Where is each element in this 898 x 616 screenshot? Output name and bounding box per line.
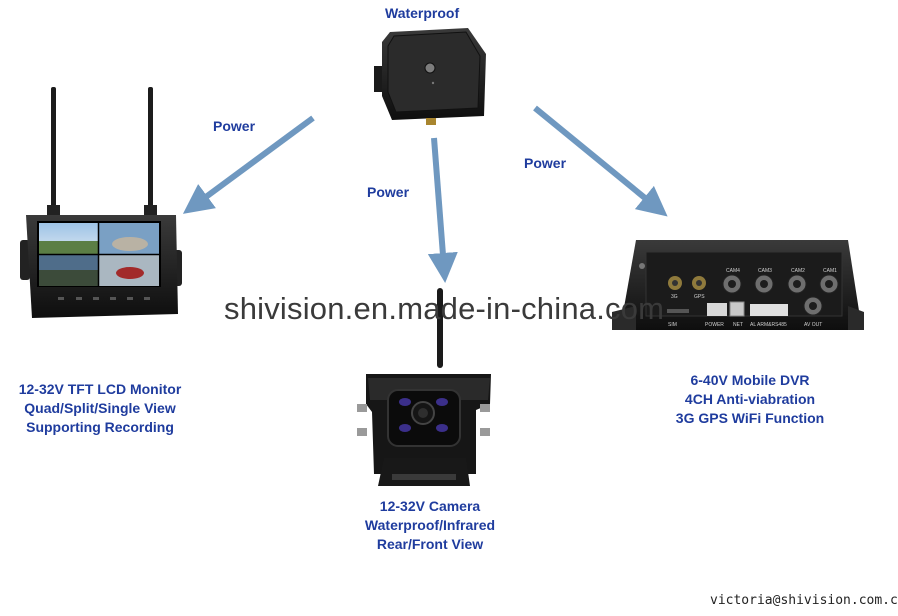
monitor-caption-line: 12-32V TFT LCD Monitor [18,381,182,397]
dvr-sd-label: 3G [671,294,678,300]
dvr-gps-label: GPS [694,294,705,300]
monitor-caption-line: Quad/Split/Single View [24,400,176,416]
dvr-alarm-label: AL ARM&RS485 [750,322,787,328]
dvr-port-labels: CAM4 CAM3 CAM2 CAM1 3G GPS POWER NET AL … [668,268,837,328]
dvr-port-label: CAM4 [726,268,740,274]
dvr-power-label: POWER [705,322,724,328]
contact-email: victoria@shivision.com.cn [710,593,898,608]
power-label-right: Power [524,155,567,171]
monitor-caption: 12-32V TFT LCD Monitor Quad/Split/Single… [5,380,195,437]
monitor-caption-line: Supporting Recording [26,419,174,435]
dvr-av-label: AV OUT [804,322,822,328]
dvr-caption-line: 3G GPS WiFi Function [675,410,825,426]
arrow-right [533,105,668,217]
power-label-center: Power [367,184,410,200]
dvr-caption-line: 6-40V Mobile DVR [690,372,810,388]
arrow-left [182,115,315,214]
monitor-image [20,87,182,318]
arrow-center [427,137,458,283]
dvr-net-label: NET [733,322,743,328]
waterproof-hub-image [374,28,486,125]
dvr-port-label: CAM3 [758,268,772,274]
dvr-image [612,240,864,330]
dvr-sim-label: SIM [668,322,677,328]
dvr-caption-line: 4CH Anti-viabration [684,391,816,407]
power-label-left: Power [213,118,256,134]
dvr-port-label: CAM1 [823,268,837,274]
camera-caption-line: Waterproof/Infrared [364,517,496,533]
hub-label: Waterproof [385,5,460,21]
watermark-text: shivision.en.made-in-china.com [224,291,665,326]
dvr-caption: 6-40V Mobile DVR 4CH Anti-viabration 3G … [650,371,850,428]
camera-image [357,288,491,486]
camera-caption-line: Rear/Front View [376,536,484,552]
camera-caption-line: 12-32V Camera [379,498,481,514]
dvr-port-label: CAM2 [791,268,805,274]
camera-caption: 12-32V Camera Waterproof/Infrared Rear/F… [345,497,515,554]
